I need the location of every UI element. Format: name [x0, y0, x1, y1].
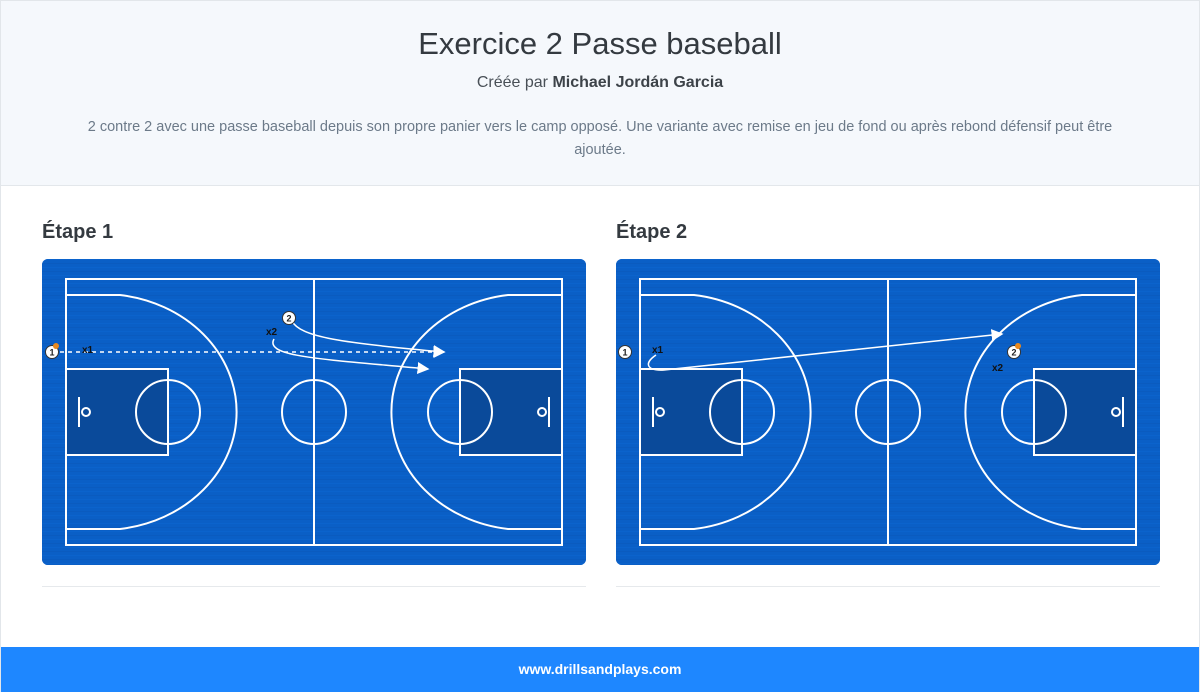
svg-text:x2: x2 — [992, 363, 1004, 374]
page-title: Exercice 2 Passe baseball — [418, 26, 782, 61]
court-lines — [639, 278, 1137, 546]
svg-text:1: 1 — [49, 348, 54, 358]
court-lines — [65, 278, 563, 546]
player-1: 1 — [618, 345, 632, 359]
step-1-court: 1 2 x1 x2 — [42, 259, 586, 565]
site-footer: www.drillsandplays.com — [1, 647, 1199, 692]
svg-text:1: 1 — [622, 348, 627, 358]
cut-arrow-player-2 — [291, 320, 446, 358]
svg-text:x1: x1 — [652, 345, 664, 356]
ball-icon — [1015, 343, 1021, 349]
step-2-title: Étape 2 — [616, 221, 688, 243]
player-1: 1 — [45, 343, 59, 359]
step-2-divider — [616, 586, 1160, 587]
player-2: 2 — [282, 311, 296, 325]
defender-x2-path — [272, 338, 430, 374]
svg-text:x1: x1 — [82, 345, 94, 356]
svg-text:2: 2 — [286, 314, 291, 324]
drill-description: 2 contre 2 avec une passe baseball depui… — [87, 119, 1113, 158]
ball-icon — [53, 343, 59, 349]
author-name: Michael Jordán Garcia — [552, 74, 724, 91]
author-byline: Créée par Michael Jordán Garcia — [1, 74, 1199, 92]
defender-x1: x1 — [82, 345, 94, 356]
footer-site-link[interactable]: www.drillsandplays.com — [518, 661, 682, 677]
step-1-panel: Étape 1 — [42, 221, 586, 587]
step-2-court: 1 2 x1 x2 — [616, 259, 1160, 565]
player-2: 2 — [1007, 343, 1021, 359]
defender-x2: x2 — [992, 363, 1004, 374]
step-2-court-diagram: 1 2 x1 x2 — [616, 259, 1160, 565]
step-1-title: Étape 1 — [42, 221, 114, 243]
defender-x2: x2 — [266, 327, 278, 338]
byline-prefix: Créée par — [476, 74, 548, 91]
step-1-divider — [42, 586, 586, 587]
defender-x1: x1 — [652, 345, 664, 356]
svg-text:x2: x2 — [266, 327, 278, 338]
step-1-court-diagram: 1 2 x1 x2 — [42, 259, 586, 565]
step-2-panel: Étape 2 — [616, 221, 1160, 587]
svg-text:2: 2 — [1011, 348, 1016, 358]
page-header: Exercice 2 Passe baseball Créée par Mich… — [1, 1, 1199, 186]
cut-arrow-player-1 — [647, 329, 1004, 371]
